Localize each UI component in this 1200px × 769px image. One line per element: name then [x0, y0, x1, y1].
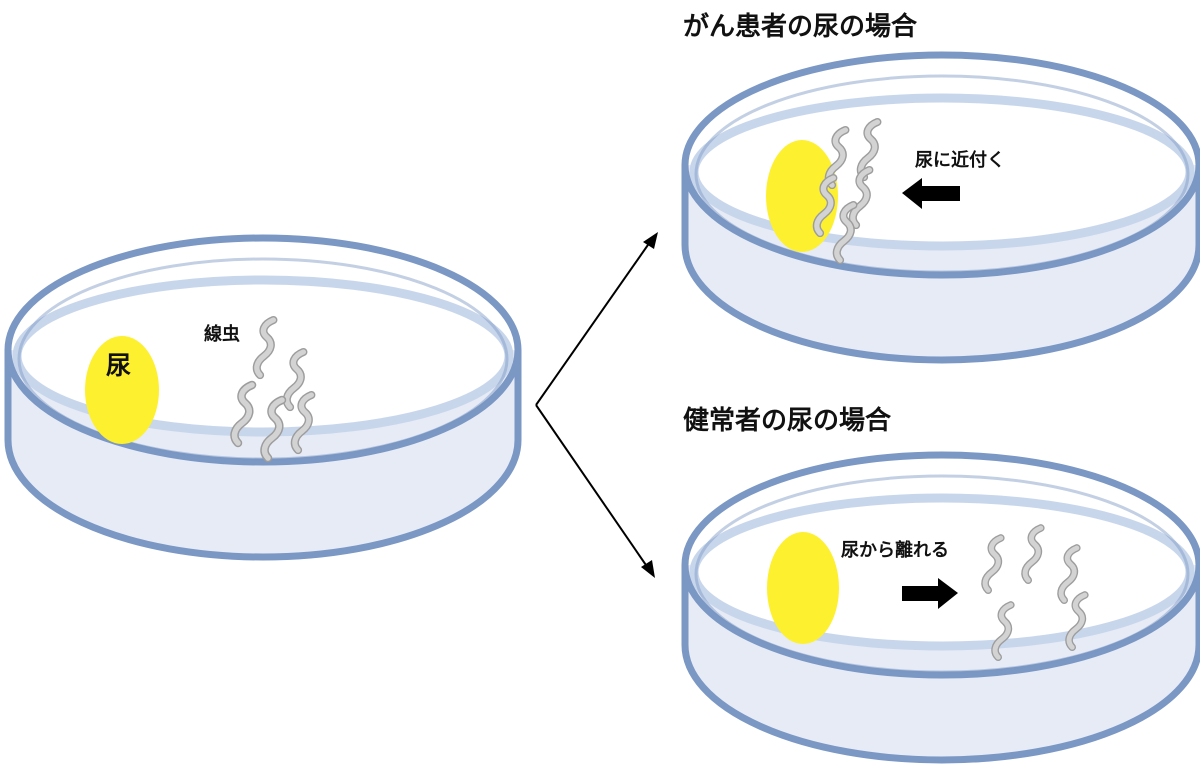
urine-drop — [85, 336, 159, 444]
branch-arrow-up — [535, 241, 651, 406]
dish-rim-inner — [694, 74, 1190, 274]
dish-inner-band — [689, 93, 1195, 251]
branch-arrowhead-down — [641, 560, 655, 578]
avoid-label: 尿から離れる — [841, 540, 949, 561]
dish-rim-inner — [17, 257, 509, 461]
cancer-case-title: がん患者の尿の場合 — [683, 12, 918, 42]
dish-rim-outer — [681, 451, 1200, 679]
arrow-left-icon — [902, 178, 960, 209]
urine-label: 尿 — [106, 351, 132, 380]
urine-drop — [767, 532, 839, 644]
dish-bottom-edge — [4, 439, 522, 561]
healthy-case-title: 健常者の尿の場合 — [683, 406, 892, 436]
dish-bottom-edge — [681, 644, 1200, 764]
arrow-right-icon — [902, 578, 958, 609]
petri-dish-initial — [4, 234, 522, 561]
approach-label: 尿に近付く — [915, 150, 1005, 171]
worm-label: 線虫 — [204, 324, 240, 345]
petri-dish-cancer — [681, 51, 1200, 364]
dish-bottom-edge — [681, 244, 1200, 364]
dish-rim-inner — [694, 474, 1190, 674]
dish-inner-band — [689, 493, 1195, 651]
dish-rim-outer — [4, 234, 522, 466]
branch-arrowhead-up — [643, 232, 658, 249]
dish-rim-outer — [681, 51, 1200, 279]
branch-arrow-down — [535, 404, 649, 569]
branch-arrows — [535, 232, 658, 578]
petri-dish-healthy — [681, 451, 1200, 764]
